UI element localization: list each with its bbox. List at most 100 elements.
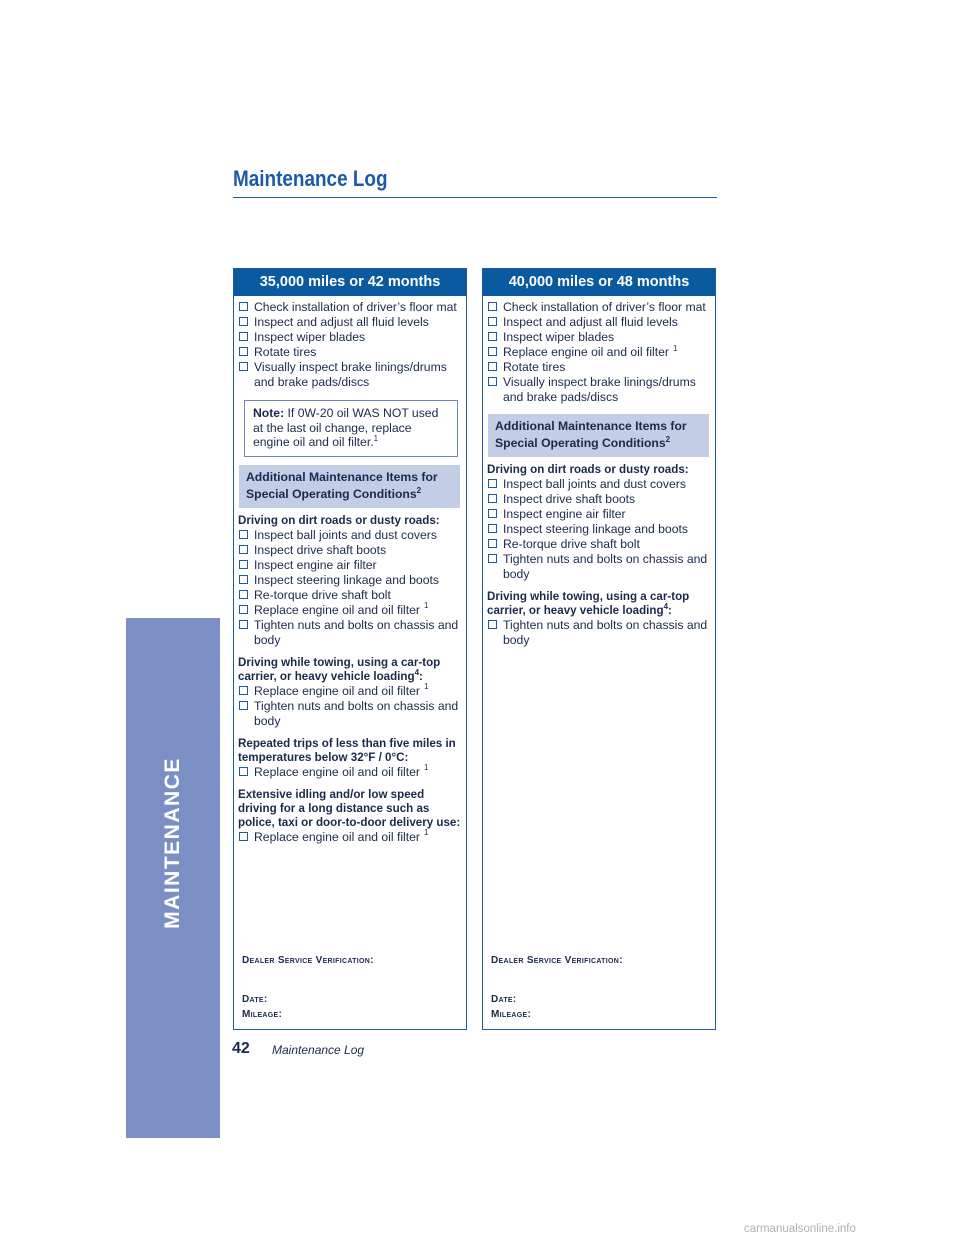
checklist-item: Visually inspect brake linings/drums and… <box>238 360 463 390</box>
checklist-item-text: Visually inspect brake linings/drums and… <box>503 375 712 405</box>
footnote-marker: 1 <box>424 763 429 773</box>
mileage-label: Mileage: <box>242 1009 283 1020</box>
checklist-item-label: Inspect steering linkage and boots <box>254 572 439 587</box>
checkbox-icon[interactable] <box>488 509 497 518</box>
footnote-marker: 4 <box>414 667 420 677</box>
dealer-verification-label: Dealer Service Verification: <box>491 955 623 966</box>
checkbox-icon[interactable] <box>488 494 497 503</box>
side-tab-label: MAINTENANCE <box>161 757 185 929</box>
checkbox-icon[interactable] <box>488 620 497 629</box>
condition-heading-text: Driving on dirt roads or dusty roads: <box>238 513 440 527</box>
checkbox-icon[interactable] <box>239 619 248 629</box>
checkbox-icon[interactable] <box>239 332 248 341</box>
checklist-item-label: Replace engine oil and oil filter <box>254 683 420 698</box>
checklist-item: Tighten nuts and bolts on chassis and bo… <box>487 618 712 648</box>
checkbox-icon[interactable] <box>488 479 497 488</box>
checklist-item-label: Check installation of driver’s floor mat <box>254 300 457 314</box>
footnote-marker: 1 <box>424 828 429 838</box>
footnote-marker: 1 <box>424 601 429 611</box>
additional-items-footnote: 2 <box>665 434 671 444</box>
checklist-item-label: Rotate tires <box>254 345 317 359</box>
checkbox-icon[interactable] <box>488 539 497 548</box>
additional-items-heading: Additional Maintenance Items for Special… <box>239 464 460 508</box>
date-label: Date: <box>242 994 268 1005</box>
checkbox-icon[interactable] <box>239 347 248 356</box>
checkbox-icon[interactable] <box>239 302 248 311</box>
checklist-item: Inspect and adjust all fluid levels <box>487 315 712 330</box>
checklist-item-label: Inspect engine air filter <box>254 557 377 572</box>
checklist-item-text: Inspect and adjust all fluid levels <box>503 315 712 330</box>
checkbox-icon[interactable] <box>488 377 497 386</box>
checklist-item-label: Inspect engine air filter <box>503 507 626 521</box>
checklist-item: Inspect wiper blades <box>238 330 463 345</box>
checkbox-icon[interactable] <box>239 362 248 371</box>
checklist-item-label: Inspect and adjust all fluid levels <box>503 315 678 329</box>
page-number: 42 <box>232 1040 250 1057</box>
checkbox-icon[interactable] <box>488 524 497 533</box>
checklist-item: Inspect steering linkage and boots <box>487 522 712 537</box>
checkbox-icon[interactable] <box>239 831 248 841</box>
checkbox-icon[interactable] <box>239 766 248 776</box>
additional-items-heading: Additional Maintenance Items for Special… <box>488 414 709 457</box>
condition-heading: Driving on dirt roads or dusty roads: <box>238 514 463 528</box>
note-text: If 0W-20 oil WAS NOT used at the last oi… <box>253 406 439 449</box>
checklist-item-label: Visually inspect brake linings/drums and… <box>503 375 696 404</box>
additional-items-text: Additional Maintenance Items for Special… <box>495 419 687 450</box>
checkbox-icon[interactable] <box>488 362 497 371</box>
checklist-item: Re-torque drive shaft bolt <box>487 537 712 552</box>
checkbox-icon[interactable] <box>239 604 248 614</box>
checkbox-icon[interactable] <box>488 554 497 563</box>
checklist-item-text: Inspect steering linkage and boots <box>254 573 463 588</box>
checklist-item-text: Inspect wiper blades <box>503 330 712 345</box>
note-footnote: 1 <box>373 433 379 443</box>
checklist-item: Tighten nuts and bolts on chassis and bo… <box>238 618 463 648</box>
condition-heading-text: Repeated trips of less than five miles i… <box>238 736 456 764</box>
checkbox-icon[interactable] <box>488 302 497 311</box>
panel-body: Check installation of driver’s floor mat… <box>234 296 466 845</box>
checkbox-icon[interactable] <box>239 529 248 539</box>
checklist-item-label: Tighten nuts and bolts on chassis and bo… <box>503 618 708 647</box>
checklist-item-label: Inspect wiper blades <box>254 330 366 344</box>
checklist-item-text: Tighten nuts and bolts on chassis and bo… <box>503 552 712 582</box>
checklist-item-text: Inspect steering linkage and boots <box>503 522 712 537</box>
condition-groups: Driving on dirt roads or dusty roads:Ins… <box>487 463 712 648</box>
checkbox-icon[interactable] <box>488 347 497 356</box>
footer-section-name: Maintenance Log <box>272 1043 365 1057</box>
checklist-item: Inspect ball joints and dust covers <box>487 477 712 492</box>
checklist-item-label: Inspect ball joints and dust covers <box>503 477 686 491</box>
checklist-item-text: Inspect engine air filter <box>254 558 463 573</box>
checkbox-icon[interactable] <box>488 332 497 341</box>
checkbox-icon[interactable] <box>239 544 248 554</box>
checklist-item-label: Replace engine oil and oil filter <box>503 345 669 359</box>
checklist-item-text: Replace engine oil and oil filter 1 <box>254 601 463 618</box>
footnote-marker: 4 <box>663 602 669 612</box>
checkbox-icon[interactable] <box>239 574 248 584</box>
checklist-item: Replace engine oil and oil filter 1 <box>487 343 712 360</box>
checklist-item-label: Re-torque drive shaft bolt <box>503 537 640 551</box>
checklist-item-text: Inspect drive shaft boots <box>254 543 463 558</box>
checkbox-icon[interactable] <box>239 589 248 599</box>
checklist-item: Tighten nuts and bolts on chassis and bo… <box>487 552 712 582</box>
checkbox-icon[interactable] <box>239 317 248 326</box>
additional-items-text: Additional Maintenance Items for Special… <box>246 469 438 501</box>
dealer-verification-label: Dealer Service Verification: <box>242 955 374 966</box>
checkbox-icon[interactable] <box>488 317 497 326</box>
checklist-item-label: Tighten nuts and bolts on chassis and bo… <box>254 698 459 728</box>
service-checklist: Check installation of driver’s floor mat… <box>238 300 463 390</box>
service-panel-35000: 35,000 miles or 42 months Check installa… <box>233 268 467 1030</box>
panel-body: Check installation of driver’s floor mat… <box>483 296 715 648</box>
condition-heading-text: Driving while towing, using a car-top ca… <box>238 655 441 683</box>
checklist-item-label: Inspect ball joints and dust covers <box>254 527 437 542</box>
checkbox-icon[interactable] <box>239 559 248 569</box>
checklist-item: Inspect steering linkage and boots <box>238 573 463 588</box>
mileage-label: Mileage: <box>491 1009 532 1020</box>
checklist-item-text: Rotate tires <box>503 360 712 375</box>
checkbox-icon[interactable] <box>239 685 248 695</box>
checklist-item: Inspect wiper blades <box>487 330 712 345</box>
checklist-item-label: Replace engine oil and oil filter <box>254 602 420 617</box>
checkbox-icon[interactable] <box>239 700 248 710</box>
title-divider <box>233 197 717 198</box>
footnote-marker: 1 <box>673 343 678 353</box>
